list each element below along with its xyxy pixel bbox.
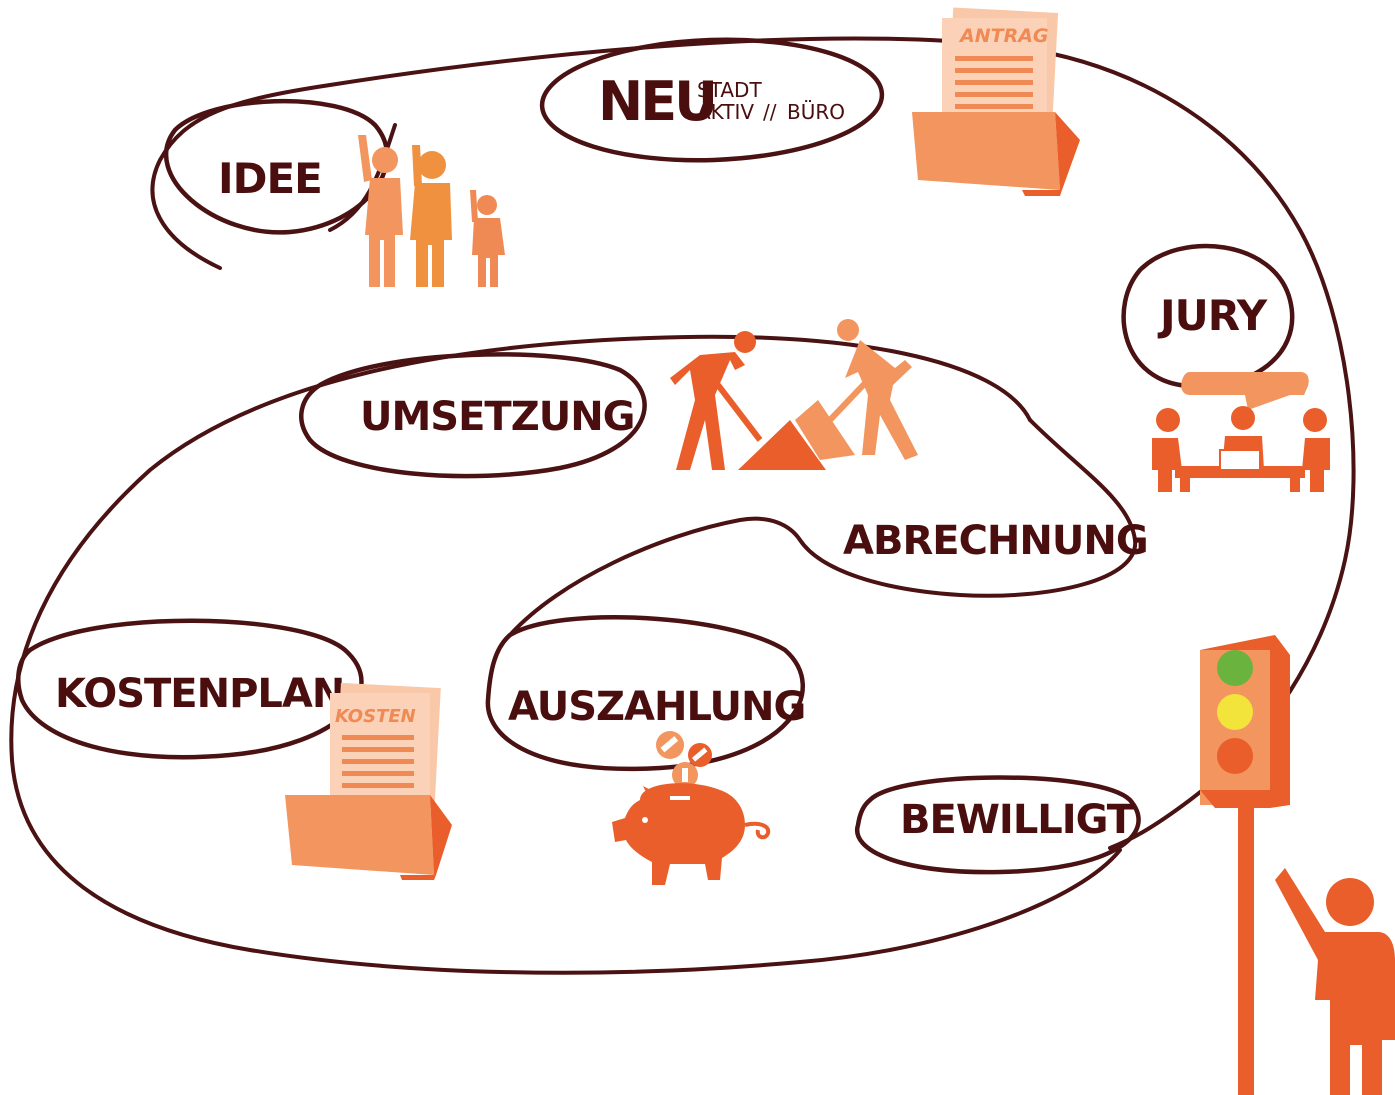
people-icon — [358, 135, 505, 287]
brand-buro: BÜRO — [787, 100, 845, 124]
kosten-label: KOSTEN — [335, 706, 416, 727]
brand-bubble: NEU STADT AKTIV // BÜRO — [539, 37, 885, 163]
step-idee-label: IDEE — [218, 154, 322, 203]
box-document-icon: ANTRAG — [912, 7, 1080, 196]
workers-icon — [670, 319, 918, 470]
step-auszahlung-label: AUSZAHLUNG — [508, 684, 805, 730]
step-umsetzung-label: UMSETZUNG — [360, 394, 635, 440]
piggy-bank-icon — [612, 731, 771, 885]
brand-separator: // — [763, 100, 777, 124]
brand-stadt: STADT — [697, 78, 762, 102]
step-auszahlung: AUSZAHLUNG — [485, 615, 806, 772]
brand-aktiv: AKTIV — [697, 100, 754, 124]
step-bewilligt-label: BEWILLIGT — [900, 797, 1135, 843]
traffic-light-icon — [1200, 635, 1290, 1095]
step-abrechnung-label: ABRECHNUNG — [843, 518, 1148, 564]
step-jury: JURY — [1121, 243, 1295, 389]
process-path — [9, 36, 1356, 975]
step-jury-label: JURY — [1157, 291, 1268, 340]
waving-person-icon — [1275, 868, 1395, 1095]
jury-table-icon — [1152, 372, 1330, 492]
brand-neu: NEU — [598, 70, 715, 133]
step-abrechnung: ABRECHNUNG — [843, 518, 1149, 564]
step-kostenplan: KOSTENPLAN — [16, 618, 364, 760]
step-bewilligt: BEWILLIGT — [854, 775, 1141, 875]
antrag-label: ANTRAG — [958, 25, 1049, 47]
step-umsetzung: UMSETZUNG — [299, 352, 647, 479]
box-document-icon: KOSTEN — [285, 682, 452, 880]
step-kostenplan-label: KOSTENPLAN — [55, 671, 344, 717]
